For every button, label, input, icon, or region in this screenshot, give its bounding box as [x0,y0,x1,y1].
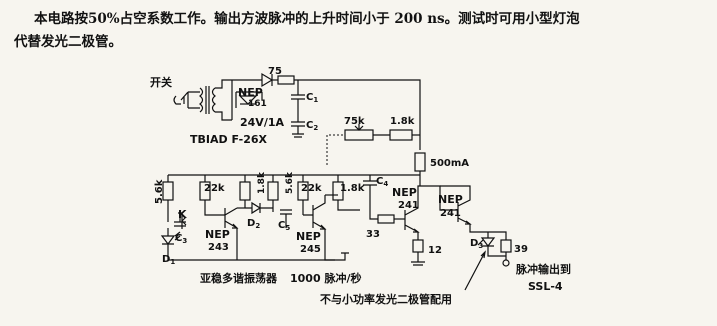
capacitor-c2 [291,112,305,138]
description-text: 本电路按50%占空系数工作。输出方波脉冲的上升时间小于 200 ns。测试时可用… [14,8,709,54]
transistor-nep245 [303,194,338,245]
label-nep241a: NEP [392,186,417,199]
fuse-500ma [414,152,426,172]
label-r18k-a: 1.8k [257,171,267,194]
label-nep245: NEP [296,230,321,243]
potentiometer-75k [344,129,374,141]
label-pot75k: 75k [344,116,365,127]
label-nep241b-num: 241 [440,208,461,219]
label-r56k-left: 5.6k [154,179,165,204]
capacitor-c1 [291,80,305,112]
label-r56k-b: 5.6k [285,171,295,194]
label-transformer: TBIAD F-26X [190,133,268,146]
label-nep161-num: 161 [248,99,267,109]
description-line-2: 代替发光二极管。 [14,34,122,50]
resistor-12 [412,239,424,253]
label-note: 不与小功率发光二极管配用 [320,292,452,306]
transistor-nep243 [224,207,245,245]
resistor-5-6k-b [267,181,279,201]
label-c4: C4 [376,176,388,188]
transistor-nep241-b [439,185,500,233]
label-switch: 开关 [150,75,172,89]
label-multivibrator: 亚稳多谐振荡器 [200,271,278,285]
label-d2: D2 [247,218,260,230]
label-c1: C1 [306,92,318,104]
label-nep245-num: 245 [300,244,321,255]
label-c2: C2 [306,120,318,132]
label-supply: 24V/1A [240,116,284,129]
power-switch [173,91,189,108]
label-pulses: 1000 脉冲/秒 [290,271,361,285]
label-r18k-top: 1.8k [390,116,415,127]
label-d1: D1 [162,254,175,266]
label-nep243: NEP [205,228,230,241]
label-r75: 75 [268,66,282,77]
transformer [188,79,232,121]
label-r18k-b: 1.8k [340,183,365,194]
rectifier-block [231,72,421,150]
description-line-1: 本电路按50%占空系数工作。输出方波脉冲的上升时间小于 200 ns。测试时可用… [34,11,580,27]
label-r22k-a: 22k [204,183,225,194]
resistor-1-8k-top [389,129,413,141]
resistor-33 [377,214,395,224]
label-c5: C5 [278,220,290,232]
label-d3: D3 [470,238,483,250]
label-nep241a-num: 241 [398,200,419,211]
label-r33: 33 [366,229,380,240]
resistor-39 [500,239,512,253]
label-r39: 39 [514,244,528,255]
resistor-1-8k-a [239,181,251,201]
label-nep241b: NEP [438,193,463,206]
output-terminal [502,259,510,267]
label-nep243-num: 243 [208,242,229,253]
label-output-target: SSL-4 [528,280,563,293]
label-fuse: 500mA [430,158,469,169]
label-r12: 12 [428,245,442,256]
label-c3: C3 [175,233,187,245]
label-output: 脉冲输出到 [515,262,571,276]
label-r22k-b: 22k [301,183,322,194]
label-nep161: NEP [238,86,263,99]
label-k: K [178,208,187,221]
resistor-75 [277,75,295,85]
